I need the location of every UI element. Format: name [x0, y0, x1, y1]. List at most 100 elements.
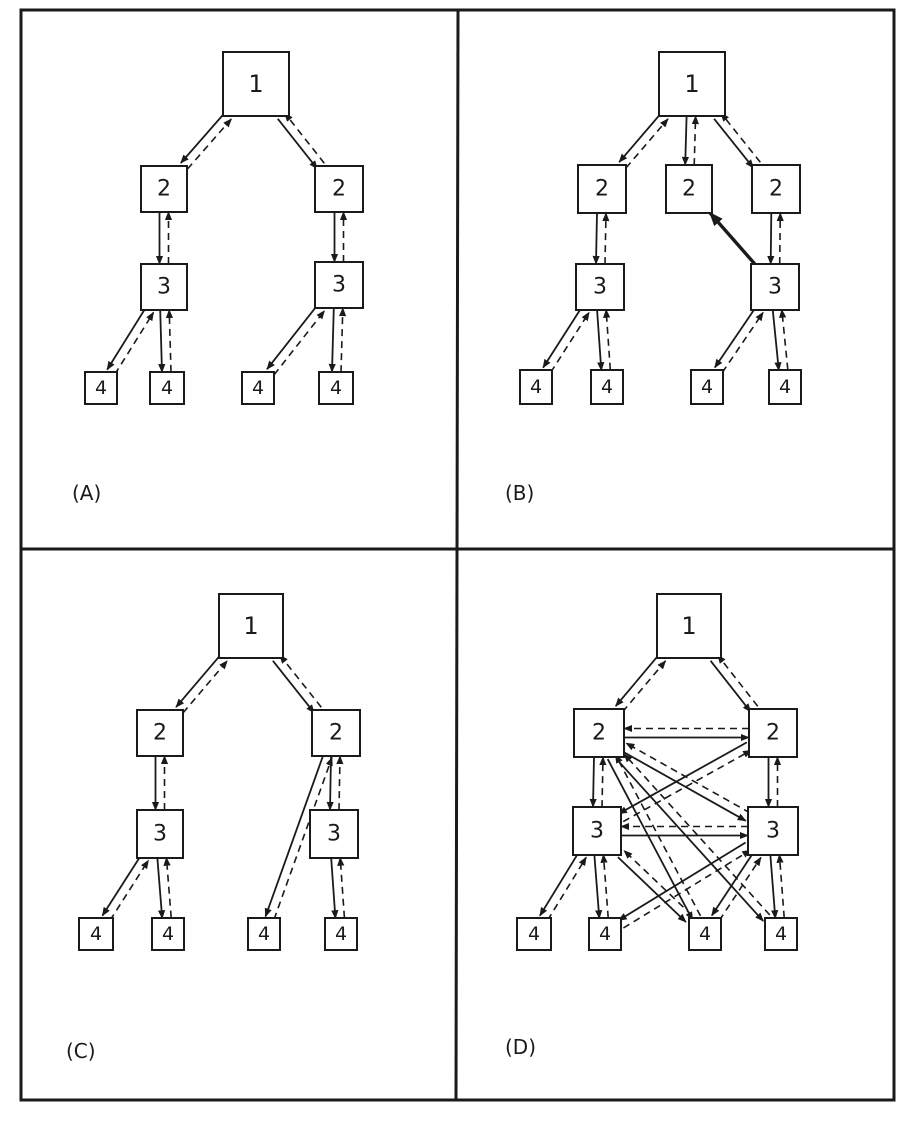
upward-feedback-arrow	[621, 660, 667, 713]
node-label: 3	[332, 273, 346, 298]
node-label: 4	[530, 376, 542, 398]
node-box	[314, 261, 364, 309]
downward-link-arrow	[606, 758, 694, 921]
node-box	[577, 164, 627, 214]
downward-link-arrow	[330, 858, 339, 920]
upward-feedback-arrow	[623, 753, 771, 916]
node-box	[136, 809, 184, 859]
node-label: 2	[592, 721, 606, 746]
node-label: 1	[681, 612, 696, 640]
node-box	[519, 369, 553, 405]
level-4-node: 4	[688, 917, 722, 951]
node-label: 4	[701, 376, 713, 398]
node-label: 2	[766, 721, 780, 746]
downward-link-arrow	[592, 212, 600, 265]
vertical-divider	[454, 9, 460, 1101]
node-box	[764, 917, 798, 951]
level-3-node: 3	[140, 263, 188, 311]
upward-feedback-arrow	[273, 756, 333, 920]
upward-feedback-arrow	[625, 118, 669, 169]
downward-link-arrow	[709, 660, 752, 713]
node-label: 2	[332, 177, 346, 202]
node-box	[241, 371, 275, 405]
node-box	[656, 593, 722, 659]
node-box	[588, 917, 622, 951]
level-2-node: 2	[665, 164, 713, 214]
level-2-node: 2	[748, 708, 798, 758]
downward-link-arrow	[596, 310, 605, 372]
panel-c-label: (C)	[66, 1039, 96, 1063]
node-label: 3	[768, 275, 782, 300]
node-label: 4	[601, 376, 613, 398]
upward-feedback-arrow	[550, 311, 590, 373]
level-1-node: 1	[218, 593, 284, 659]
node-label: 2	[157, 177, 171, 202]
node-label: 4	[335, 923, 347, 945]
node-box	[658, 51, 726, 117]
node-box	[665, 164, 713, 214]
level-4-node: 4	[590, 369, 624, 405]
downward-link-arrow	[714, 306, 757, 369]
upward-feedback-arrow	[614, 754, 702, 917]
downward-link-arrow	[616, 759, 764, 922]
level-4-node: 4	[149, 371, 185, 405]
panel-b-label: (B)	[505, 481, 534, 505]
node-box	[149, 371, 185, 405]
level-3-node: 3	[314, 261, 364, 309]
downward-link-arrow	[769, 855, 779, 920]
upward-feedback-arrow	[546, 856, 587, 921]
node-box	[140, 263, 188, 311]
node-label: 2	[329, 721, 343, 746]
node-box	[748, 708, 798, 758]
node-label: 4	[252, 377, 264, 399]
upward-feedback-arrow	[186, 118, 232, 170]
node-label: 3	[766, 819, 780, 844]
node-box	[590, 369, 624, 405]
level-3-node: 3	[572, 806, 622, 856]
level-4-node: 4	[247, 917, 281, 951]
node-label: 1	[684, 70, 699, 98]
node-box	[573, 708, 625, 758]
panel-a-label: (A)	[72, 481, 101, 505]
node-box	[151, 917, 185, 951]
upward-feedback-arrow	[623, 849, 693, 917]
upward-feedback-arrow	[114, 311, 155, 375]
node-box	[311, 709, 361, 757]
level-2-node: 2	[311, 709, 361, 757]
upward-feedback-arrow	[338, 307, 347, 373]
level-2-node: 2	[751, 164, 801, 214]
level-4-node: 4	[516, 917, 552, 951]
downward-link-arrow	[326, 755, 334, 811]
downward-link-arrow	[277, 118, 319, 170]
downward-link-arrow	[106, 307, 147, 371]
downward-link-arrow	[328, 307, 336, 373]
level-3-node: 3	[309, 809, 359, 859]
upward-feedback-arrow	[622, 749, 752, 823]
downward-link-arrow	[711, 852, 755, 917]
downward-link-arrow	[713, 118, 755, 169]
node-label: 4	[599, 923, 611, 945]
level-3-node: 3	[575, 263, 625, 311]
downward-link-arrow	[615, 654, 660, 707]
level-4-node: 4	[690, 369, 724, 405]
level-2-node: 2	[573, 708, 625, 758]
downward-link-arrow	[101, 855, 142, 917]
node-box	[572, 806, 622, 856]
node-box	[688, 917, 722, 951]
downward-link-arrow	[266, 304, 319, 370]
upward-feedback-arrow	[717, 654, 759, 707]
node-label: 4	[330, 377, 342, 399]
level-4-node: 4	[519, 369, 553, 405]
upward-feedback-arrow	[599, 756, 607, 808]
level-4-node: 4	[241, 371, 275, 405]
level-2-node: 2	[140, 165, 188, 213]
level-4-node: 4	[84, 371, 118, 405]
upward-feedback-arrow	[165, 309, 174, 372]
node-box	[140, 165, 188, 213]
level-1-node: 1	[222, 51, 290, 117]
node-box	[575, 263, 625, 311]
